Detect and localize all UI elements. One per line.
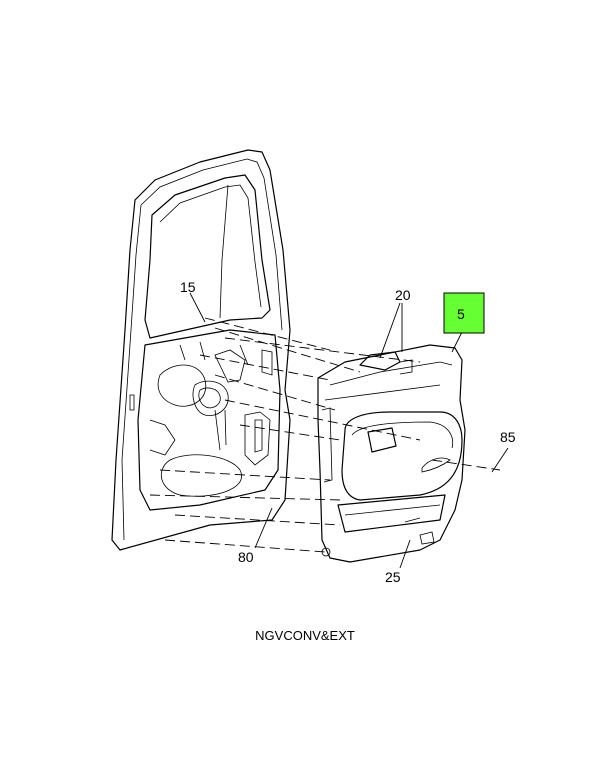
callout-15: 15 — [180, 279, 196, 295]
projection-lines — [149, 317, 501, 553]
door-trim-panel — [317, 344, 466, 563]
callout-20: 20 — [395, 287, 411, 303]
callout-85: 85 — [500, 429, 516, 445]
callout-80: 80 — [238, 549, 254, 565]
callout-25: 25 — [385, 569, 401, 585]
callout-leaders — [189, 292, 509, 569]
highlight-box — [443, 292, 485, 334]
callout-5: 5 — [457, 306, 465, 322]
diagram-caption: NGVCONV&EXT — [255, 628, 355, 643]
door-inner-panel — [111, 149, 291, 551]
